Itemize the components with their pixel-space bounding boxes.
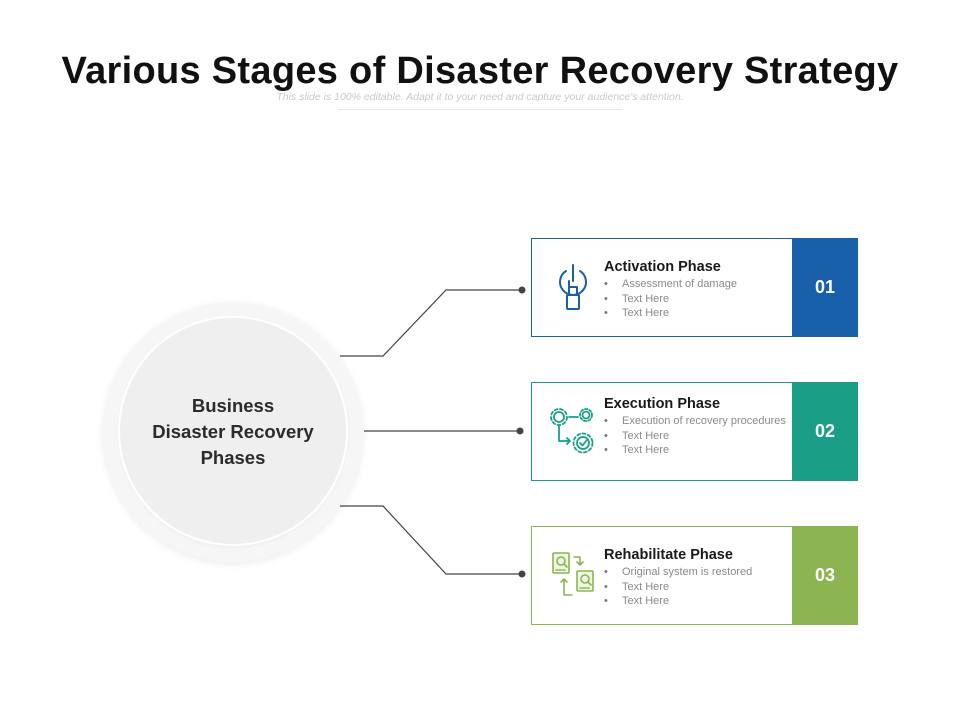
bullet-item: Original system is restored bbox=[604, 565, 789, 580]
bullet-item: Text Here bbox=[604, 306, 789, 321]
documents-exchange-icon bbox=[550, 549, 596, 605]
connector-line-1 bbox=[340, 289, 520, 357]
hand-power-icon bbox=[550, 261, 596, 317]
bullet-item: Text Here bbox=[604, 443, 789, 458]
phase-title-rehabilitate: Rehabilitate Phase bbox=[604, 547, 733, 563]
bullet-item: Execution of recovery procedures bbox=[604, 414, 789, 429]
center-label-line-3: Phases bbox=[200, 447, 266, 468]
title-divider bbox=[338, 109, 623, 110]
phase-bullets-execution: Execution of recovery procedures Text He… bbox=[604, 414, 789, 458]
bullet-item: Text Here bbox=[604, 429, 789, 444]
phase-number-badge: 01 bbox=[792, 238, 858, 337]
phase-bullets-activation: Assessment of damage Text Here Text Here bbox=[604, 277, 789, 321]
phase-card-execution: Execution Phase Execution of recovery pr… bbox=[531, 382, 858, 481]
bullet-item: Text Here bbox=[604, 292, 789, 307]
gears-process-icon bbox=[550, 405, 596, 461]
phase-title-activation: Activation Phase bbox=[604, 259, 721, 275]
connector-line-3 bbox=[340, 505, 520, 575]
phase-card-rehabilitate: Rehabilitate Phase Original system is re… bbox=[531, 526, 858, 625]
phase-card-activation: Activation Phase Assessment of damage Te… bbox=[531, 238, 858, 337]
center-circle-inner bbox=[120, 318, 346, 544]
center-label-line-2: Disaster Recovery bbox=[152, 421, 314, 442]
phase-number-badge: 03 bbox=[792, 526, 858, 625]
connector-dot-1 bbox=[518, 286, 526, 294]
center-label: Business Disaster Recovery Phases bbox=[120, 393, 346, 471]
phase-number-badge: 02 bbox=[792, 382, 858, 481]
connector-dot-3 bbox=[518, 570, 526, 578]
phase-title-execution: Execution Phase bbox=[604, 396, 721, 412]
bullet-item: Text Here bbox=[604, 580, 789, 595]
slide-subtitle: This slide is 100% editable. Adapt it to… bbox=[276, 91, 684, 103]
slide-title: Various Stages of Disaster Recovery Stra… bbox=[61, 50, 899, 92]
bullet-item: Assessment of damage bbox=[604, 277, 789, 292]
center-label-line-1: Business bbox=[191, 395, 275, 416]
phase-bullets-rehabilitate: Original system is restored Text Here Te… bbox=[604, 565, 789, 609]
bullet-item: Text Here bbox=[604, 594, 789, 609]
connector-dot-2 bbox=[516, 427, 524, 435]
